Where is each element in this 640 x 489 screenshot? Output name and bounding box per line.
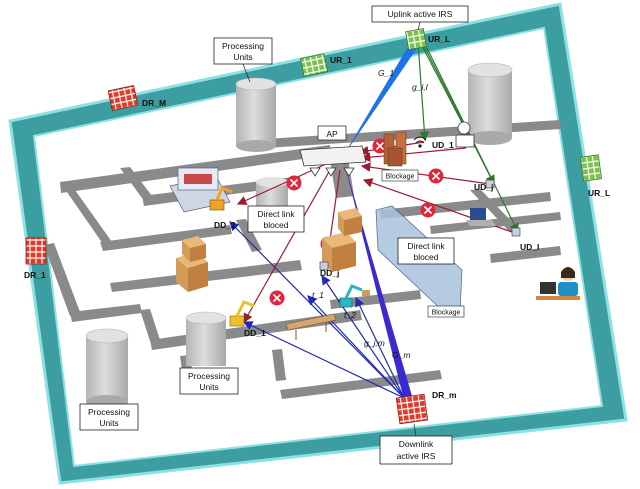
operator-icon (536, 267, 580, 300)
lower-robot-arm-icon (229, 300, 255, 327)
cylinder-center (185, 311, 227, 366)
direct-link-line2: bloced (413, 252, 438, 262)
gjm-label: g_j,m (364, 338, 385, 348)
irs-dr-m (395, 393, 429, 425)
downlink-irs-line2: active IRS (397, 451, 436, 461)
ur-1-label: UR_1 (330, 55, 352, 65)
cylinder-right (467, 62, 513, 145)
blocked-marker (269, 290, 285, 306)
worker-icon (455, 121, 475, 148)
ud-i-label: UD_I (520, 242, 539, 252)
wifi-icon (413, 136, 427, 148)
downlink-irs-line1: Downlink (399, 439, 434, 449)
irs-dr-1 (25, 237, 47, 265)
processing-units-line2: Units (99, 418, 118, 428)
sensor-icon (319, 179, 521, 271)
dd-j-label: DD_j (320, 268, 339, 278)
dr-m-label: DR_m (432, 390, 457, 400)
processing-units-label-left: Processing Units (79, 403, 139, 431)
robot-arm-icon (209, 186, 233, 211)
ud-j-label: UD_j (474, 182, 493, 192)
cylinder-left (85, 328, 129, 409)
gij-label: g_i,l (412, 82, 429, 92)
downlink-irs-label: Downlink active IRS (379, 423, 453, 465)
processing-units-line1: Processing (222, 41, 264, 51)
ap-text: AP (326, 129, 338, 139)
blockage-text: Blockage (386, 174, 415, 181)
irs-ur-1 (299, 53, 329, 77)
processing-units-line2: Units (199, 382, 218, 392)
blocked-marker (420, 202, 436, 218)
irs-dr-m-top (107, 85, 139, 111)
dr-m-top-label: DR_M (142, 98, 166, 108)
blocked-marker (428, 168, 444, 184)
ap-label: AP (326, 129, 338, 139)
laptop-icon (466, 208, 496, 226)
irs-ur-l-top (405, 28, 427, 50)
t2-label: t_2 (344, 310, 356, 320)
blockage-label-bottom: Blockage (427, 305, 465, 318)
devices (169, 121, 580, 340)
irs-panels (25, 28, 603, 425)
node-labels: UR_L UR_1 UR_L DR_M DR_1 DR_m UD_1 UD_j … (24, 34, 610, 400)
cylinder-top (235, 77, 277, 152)
access-point (299, 125, 367, 177)
downlink-links (229, 221, 405, 399)
gm-label: G_m (392, 350, 410, 360)
direct-link-label-right: Direct link bloced (397, 237, 455, 265)
dr-1-label: DR_1 (24, 270, 46, 280)
dd-1-label: DD_1 (244, 328, 266, 338)
direct-link-line2: bloced (263, 220, 288, 230)
irs-ur-l-right (579, 154, 603, 182)
uplink-irs-text: Uplink active IRS (388, 9, 453, 19)
blockage-text: Blockage (432, 310, 461, 317)
blockage-label-top: Blockage (381, 169, 419, 182)
cylinders (85, 62, 513, 409)
processing-units-label-center: Processing Units (179, 367, 239, 395)
g1-label: G_1 (378, 68, 394, 78)
direct-link-label-left: Direct link bloced (247, 205, 305, 233)
robot-arm-t2-icon (339, 284, 370, 308)
dd-2-label: DD_2 (214, 220, 236, 230)
ud-1-label: UD_1 (432, 140, 454, 150)
uplink-irs-label: Uplink active IRS (371, 5, 469, 31)
t1-label: t_1 (312, 290, 324, 300)
processing-units-label-top: Processing Units (213, 37, 273, 83)
processing-units-line1: Processing (188, 371, 230, 381)
boxes-icon (176, 236, 208, 292)
blocked-marker (286, 175, 302, 191)
lower-conveyor-icon (285, 313, 337, 340)
ur-l-top-label: UR_L (428, 34, 450, 44)
direct-link-line1: Direct link (257, 209, 295, 219)
barrels-icon (383, 131, 407, 167)
uplink-beam (342, 38, 424, 158)
direct-link-line1: Direct link (407, 241, 445, 251)
conveyor-machine-icon (169, 167, 231, 213)
processing-units-line2: Units (233, 52, 252, 62)
ur-l-right-label: UR_L (588, 188, 610, 198)
processing-units-line1: Processing (88, 407, 130, 417)
